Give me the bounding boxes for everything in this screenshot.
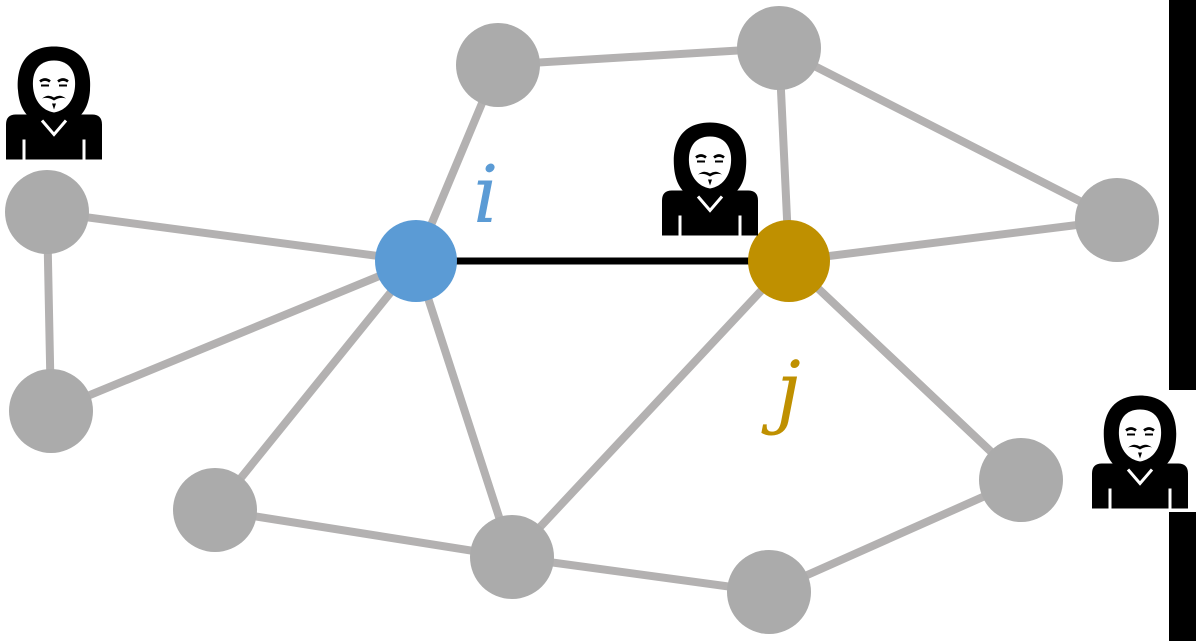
node-n8 (470, 515, 554, 599)
node-i (375, 220, 457, 302)
edge-n1-i (43, 208, 420, 265)
nodes-layer (5, 6, 1159, 634)
edge-bar-bottom (1169, 512, 1196, 641)
node-n3 (456, 23, 540, 107)
node-i-label: i (473, 148, 499, 241)
edge-n5-j (785, 216, 1121, 265)
edge-n3-n4 (494, 44, 783, 69)
edge-i-n8 (412, 257, 516, 561)
node-j-label: j (761, 344, 801, 437)
node-n4 (737, 6, 821, 90)
attacker-top-left-icon (4, 44, 104, 160)
node-j (748, 220, 830, 302)
attacker-near-j-icon (660, 120, 760, 236)
edge-n9-n10 (765, 476, 1025, 596)
edge-n4-n5 (775, 44, 1121, 224)
edge-n8-j (508, 257, 793, 561)
node-n9 (727, 550, 811, 634)
node-n2 (9, 369, 93, 453)
edge-i-n7 (211, 257, 420, 514)
edge-n7-n8 (211, 506, 516, 561)
edge-n10-j (785, 257, 1025, 484)
edge-n8-n9 (508, 553, 773, 596)
node-n5 (1075, 178, 1159, 262)
attacker-right-icon (1090, 393, 1190, 509)
edge-n2-i (47, 257, 420, 415)
node-n6 (979, 438, 1063, 522)
node-n1 (5, 170, 89, 254)
edge-bar-top (1169, 0, 1196, 390)
node-n7 (173, 468, 257, 552)
